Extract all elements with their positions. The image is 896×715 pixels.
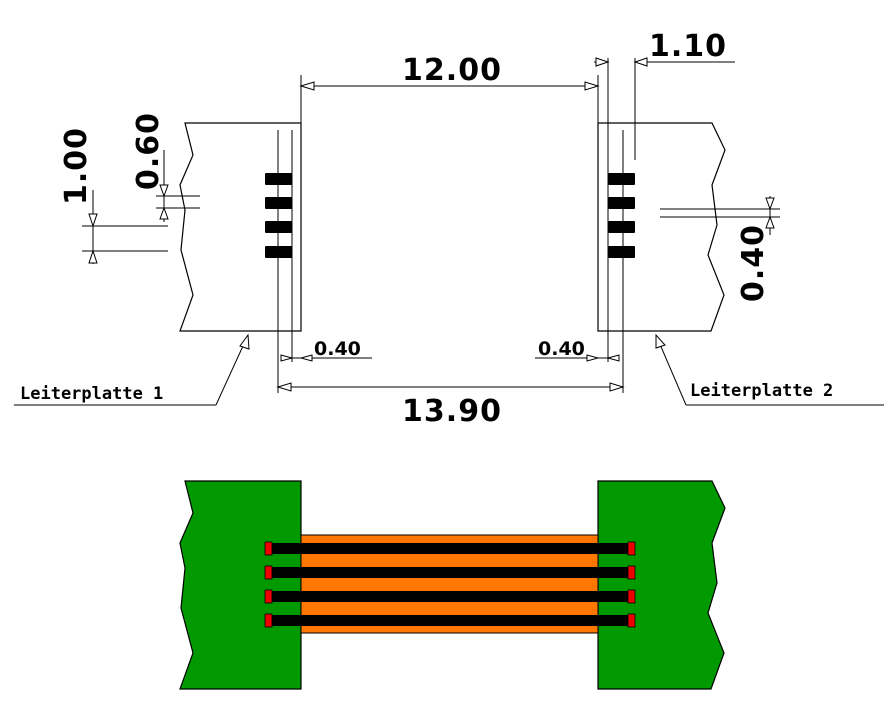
dim-contact-width-label: 1.10 <box>649 29 727 64</box>
label-board-2: Leiterplatte 2 <box>655 333 884 406</box>
dim-offset-left: 0.40 <box>280 338 372 362</box>
dim-overall-length-label: 13.90 <box>402 394 502 429</box>
dim-pitch: 1.00 <box>59 127 168 264</box>
top-drawing: 12.00 1.10 13.90 0.40 <box>14 29 884 429</box>
board-2-fill <box>597 480 726 690</box>
board-2-pads <box>608 173 635 258</box>
bottom-illustration <box>179 480 726 690</box>
contact-tip <box>264 541 273 556</box>
contact-tip <box>627 613 636 628</box>
contact-tip <box>627 565 636 580</box>
contact-tip <box>264 565 273 580</box>
dim-gap-width-label: 12.00 <box>402 53 502 88</box>
dim-overall-length: 13.90 <box>276 382 625 429</box>
dim-pad-height-right: 0.40 <box>660 196 780 302</box>
dim-offset-right: 0.40 <box>535 338 620 362</box>
dim-pad-height-right-label: 0.40 <box>736 224 771 302</box>
contact-tip <box>627 589 636 604</box>
pad <box>608 221 635 233</box>
flex-conductors <box>264 541 636 628</box>
dim-pad-height-left: 0.60 <box>131 112 200 222</box>
conductor <box>271 543 629 554</box>
board-1-fill <box>179 480 302 690</box>
board-1-outline <box>179 122 302 332</box>
dim-pitch-label: 1.00 <box>59 127 94 205</box>
label-board-1-text: Leiterplatte 1 <box>20 384 163 404</box>
pad <box>608 246 635 258</box>
label-board-2-text: Leiterplatte 2 <box>690 381 833 401</box>
dim-gap-width: 12.00 <box>299 53 600 91</box>
dim-pad-height-left-label: 0.60 <box>131 112 166 190</box>
contact-tip <box>264 589 273 604</box>
dim-contact-width: 1.10 <box>594 29 735 67</box>
label-board-1: Leiterplatte 1 <box>14 333 250 406</box>
conductor <box>271 591 629 602</box>
contact-tip <box>264 613 273 628</box>
pad <box>608 173 635 185</box>
dim-offset-left-label: 0.40 <box>314 338 361 360</box>
conductor <box>271 567 629 578</box>
pad <box>608 197 635 209</box>
conductor <box>271 615 629 626</box>
dim-offset-right-label: 0.40 <box>538 338 585 360</box>
contact-tip <box>627 541 636 556</box>
board-2-outline <box>597 122 726 332</box>
